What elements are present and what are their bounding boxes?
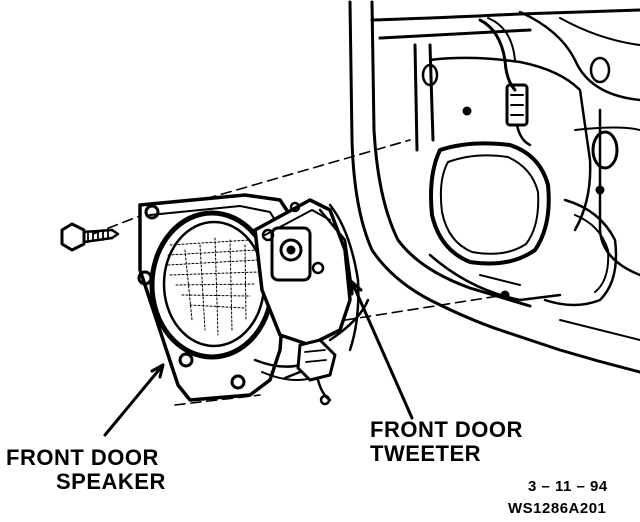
figure-id: WS1286A201	[508, 500, 607, 517]
speaker-label: FRONT DOOR SPEAKER	[6, 446, 166, 494]
front-door-speaker	[137, 193, 332, 402]
speaker-leader-arrow	[103, 363, 165, 437]
door-inner-panel	[348, 0, 640, 374]
tweeter-label-line1: FRONT DOOR	[370, 417, 523, 442]
tweeter-label: FRONT DOOR TWEETER	[370, 418, 523, 466]
tweeter-leader-arrow	[350, 280, 414, 420]
speaker-label-line2: SPEAKER	[56, 469, 166, 494]
mounting-screw	[60, 222, 120, 252]
front-door-tweeter	[253, 198, 370, 406]
speaker-grille	[167, 237, 259, 336]
figure-date: 3 – 11 – 94	[528, 478, 608, 495]
tweeter-label-line2: TWEETER	[370, 441, 482, 466]
speaker-label-line1: FRONT DOOR	[6, 445, 159, 470]
